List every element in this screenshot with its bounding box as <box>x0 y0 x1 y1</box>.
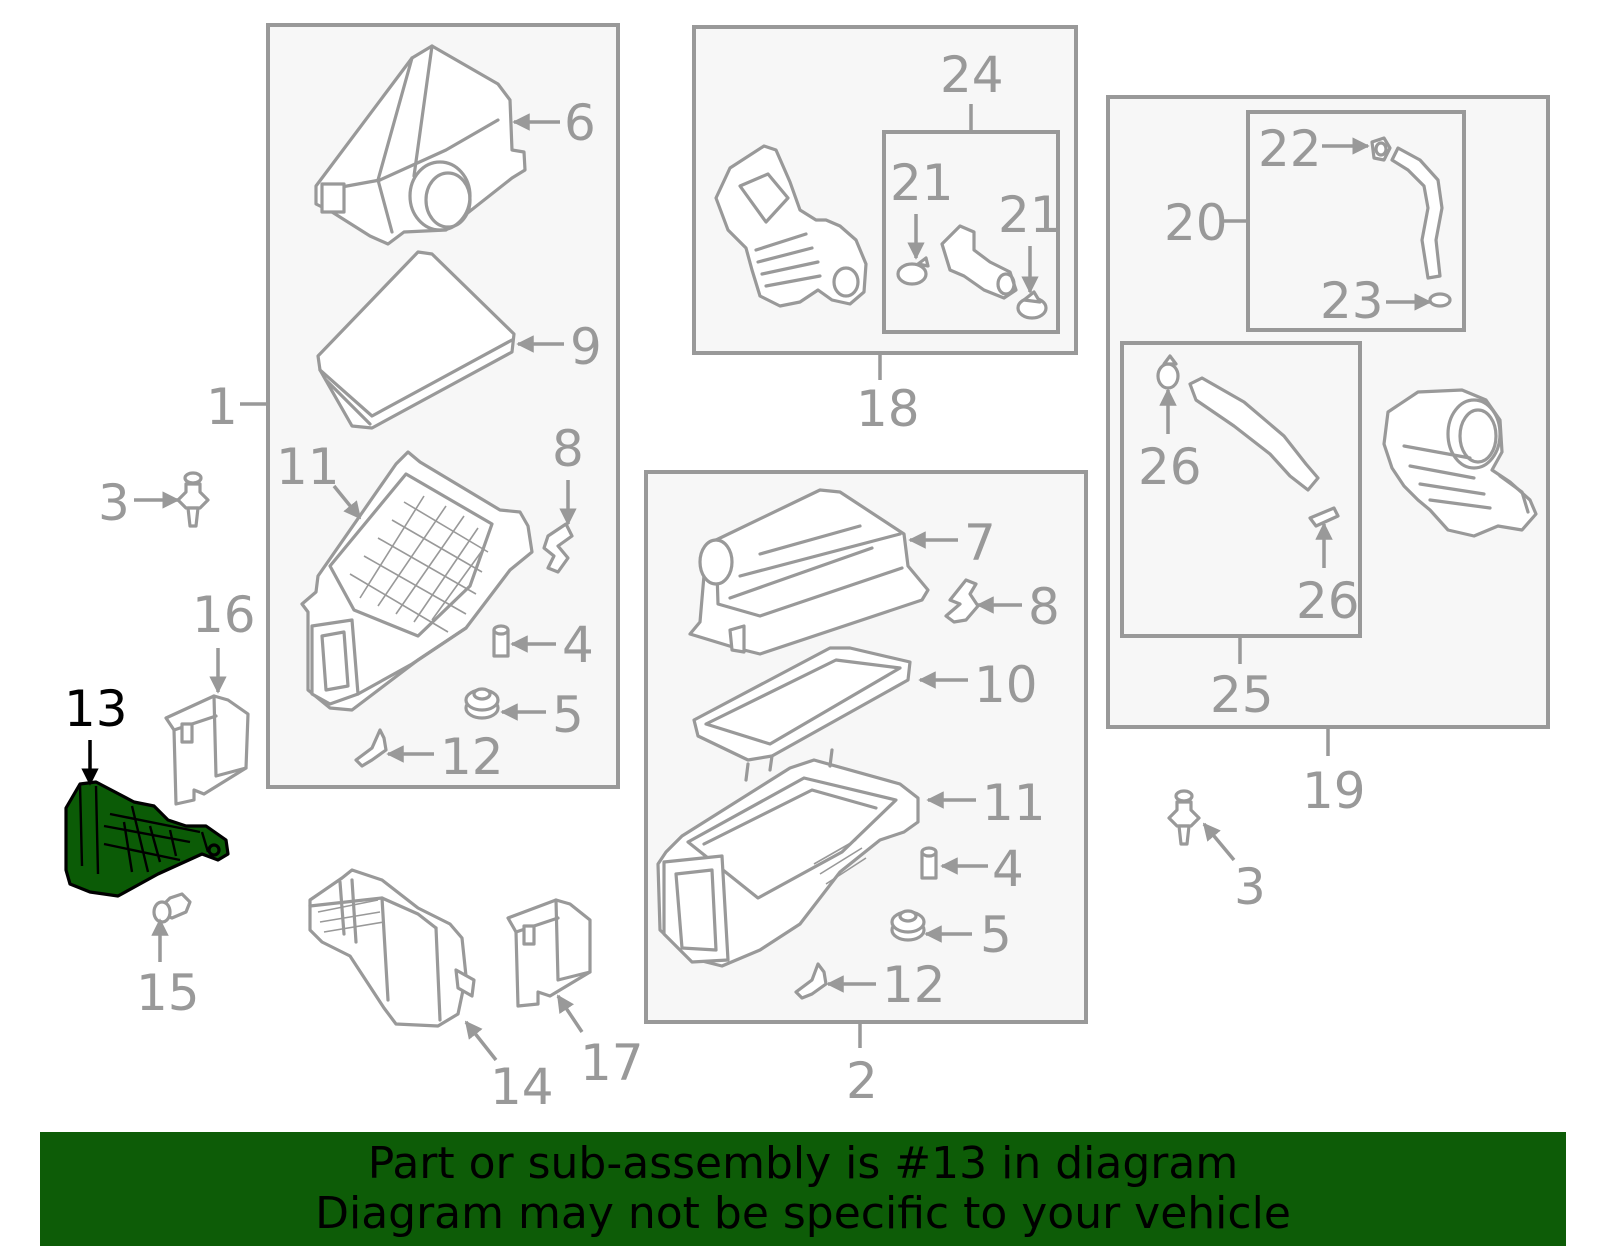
part-10-filter-element <box>692 646 912 762</box>
part-20-hose <box>1390 146 1444 280</box>
part-21-clamp <box>896 256 930 286</box>
callout-11-box2: 11 <box>982 774 1046 832</box>
part-22-clamp <box>1370 136 1392 162</box>
banner-line-2: Diagram may not be specific to your vehi… <box>315 1188 1291 1239</box>
callout-4-box1: 4 <box>562 616 594 674</box>
callout-8-box2: 8 <box>1028 578 1060 636</box>
callout-19: 19 <box>1302 762 1366 820</box>
callout-3-left: 3 <box>98 474 130 532</box>
part-26-clamp <box>1156 354 1180 390</box>
part-21-clamp-b <box>1016 290 1048 320</box>
callout-21-right: 21 <box>998 186 1062 244</box>
part-13-duct-highlighted <box>64 780 230 898</box>
part-15-bolt <box>152 892 192 924</box>
callout-24: 24 <box>940 46 1004 104</box>
part-4-grommet-b <box>920 846 938 880</box>
part-3-bolt <box>176 471 210 528</box>
part-11-lower-case <box>656 748 920 968</box>
callout-7: 7 <box>964 514 996 572</box>
part-5-grommet-b <box>890 909 926 942</box>
callout-6: 6 <box>564 94 596 152</box>
callout-10: 10 <box>974 656 1038 714</box>
part-12-clip <box>354 728 388 768</box>
callout-20: 20 <box>1164 194 1228 252</box>
callout-18: 18 <box>856 380 920 438</box>
callout-14: 14 <box>490 1058 554 1116</box>
callout-25: 25 <box>1210 666 1274 724</box>
part-25-hose <box>1188 376 1320 492</box>
callout-9: 9 <box>570 318 602 376</box>
part-9-filter-element <box>316 250 516 430</box>
part-23-clamp <box>1428 292 1452 308</box>
part-8-bracket <box>542 522 574 574</box>
part-8-bracket-b <box>944 578 980 624</box>
callout-16: 16 <box>192 586 256 644</box>
part-18-intake-hose <box>714 144 868 308</box>
callout-15: 15 <box>136 964 200 1022</box>
banner-line-1: Part or sub-assembly is #13 in diagram <box>367 1138 1239 1189</box>
callout-13-highlighted: 13 <box>64 680 128 738</box>
callout-8-box1: 8 <box>552 420 584 478</box>
callout-5-box1: 5 <box>552 686 584 744</box>
callout-2: 2 <box>846 1052 878 1110</box>
callout-26-top: 26 <box>1138 438 1202 496</box>
part-6-air-cleaner-cover <box>314 44 527 246</box>
info-banner: Part or sub-assembly is #13 in diagram D… <box>40 1132 1566 1246</box>
callout-17: 17 <box>580 1034 644 1092</box>
part-3-bolt-b <box>1167 789 1201 846</box>
leader-lines <box>81 104 1432 1062</box>
part-16-bracket <box>164 694 250 806</box>
part-21-pipe <box>940 224 1018 300</box>
part-14-intake-duct <box>308 868 476 1028</box>
callout-26-bottom: 26 <box>1296 572 1360 630</box>
part-12-clip-b <box>794 962 828 1000</box>
part-7-upper-case <box>688 488 930 656</box>
callout-23: 23 <box>1320 272 1384 330</box>
part-4-grommet <box>492 624 510 658</box>
part-17-bracket <box>506 898 592 1008</box>
part-19-intake-assembly <box>1382 388 1538 538</box>
callout-1: 1 <box>206 378 238 436</box>
part-26-clip <box>1308 506 1340 528</box>
callout-21-left: 21 <box>890 154 954 212</box>
callout-4-box2: 4 <box>992 840 1024 898</box>
callout-3-right: 3 <box>1234 858 1266 916</box>
callout-12-box2: 12 <box>882 956 946 1014</box>
callout-11-box1: 11 <box>276 438 340 496</box>
callout-5-box2: 5 <box>980 906 1012 964</box>
part-5-grommet <box>464 687 500 720</box>
callout-12-box1: 12 <box>440 728 504 786</box>
callout-22: 22 <box>1258 120 1322 178</box>
